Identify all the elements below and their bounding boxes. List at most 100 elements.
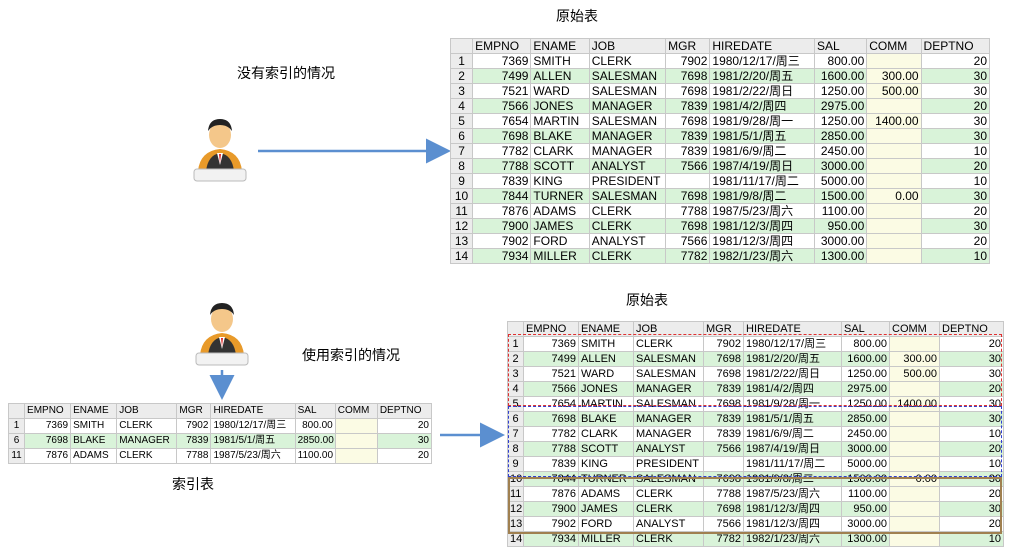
cell-empno: 7876 (523, 486, 579, 502)
cell-mgr: 7566 (703, 516, 744, 532)
column-header-job[interactable]: JOB (116, 403, 178, 419)
corner-cell (7, 403, 26, 419)
cell-deptno: 30 (920, 128, 991, 144)
column-header-hiredate[interactable]: HIREDATE (743, 321, 842, 337)
column-header-ename[interactable]: ENAME (578, 321, 634, 337)
cell-empno: 7934 (523, 531, 579, 547)
column-header-sal[interactable]: SAL (813, 38, 868, 54)
cell-job: SALESMAN (633, 366, 704, 382)
column-header-empno[interactable]: EMPNO (472, 38, 532, 54)
row-number: 10 (507, 471, 524, 487)
column-header-comm[interactable]: COMM (866, 38, 922, 54)
row-number: 12 (507, 501, 524, 517)
column-header-job[interactable]: JOB (633, 321, 704, 337)
cell-comm (889, 441, 940, 457)
cell-ename: JONES (578, 381, 634, 397)
column-header-empno[interactable]: EMPNO (24, 403, 72, 419)
cell-job: ANALYST (588, 158, 667, 174)
cell-sal: 1100.00 (294, 448, 336, 464)
column-header-mgr[interactable]: MGR (665, 38, 711, 54)
column-header-hiredate[interactable]: HIREDATE (210, 403, 296, 419)
cell-deptno: 20 (376, 418, 433, 434)
cell-hiredate: 1981/6/9/周二 (709, 143, 815, 159)
cell-sal: 1250.00 (813, 83, 868, 99)
column-header-ename[interactable]: ENAME (530, 38, 590, 54)
cell-sal: 2975.00 (813, 98, 868, 114)
column-header-hiredate[interactable]: HIREDATE (709, 38, 815, 54)
cell-deptno: 20 (920, 158, 991, 174)
column-header-comm[interactable]: COMM (889, 321, 940, 337)
cell-hiredate: 1982/1/23/周六 (743, 531, 842, 547)
cell-ename: SCOTT (578, 441, 634, 457)
cell-mgr: 7839 (665, 98, 711, 114)
cell-mgr: 7566 (665, 158, 711, 174)
cell-empno: 7369 (523, 336, 579, 352)
cell-comm (866, 128, 922, 144)
column-header-empno[interactable]: EMPNO (523, 321, 579, 337)
column-header-deptno[interactable]: DEPTNO (939, 321, 1004, 337)
person-at-desk-icon (193, 119, 247, 182)
cell-job: PRESIDENT (633, 456, 704, 472)
cell-sal: 5000.00 (841, 456, 890, 472)
cell-hiredate: 1987/5/23/周六 (743, 486, 842, 502)
cell-empno: 7369 (24, 418, 72, 434)
column-header-sal[interactable]: SAL (841, 321, 890, 337)
cell-comm (889, 486, 940, 502)
row-number: 14 (507, 531, 524, 547)
column-header-mgr[interactable]: MGR (176, 403, 212, 419)
column-header-sal[interactable]: SAL (294, 403, 336, 419)
cell-comm: 300.00 (866, 68, 922, 84)
cell-deptno: 10 (920, 248, 991, 264)
cell-empno: 7654 (472, 113, 532, 129)
cell-deptno: 10 (939, 531, 1004, 547)
column-header-deptno[interactable]: DEPTNO (920, 38, 991, 54)
cell-deptno: 30 (920, 68, 991, 84)
cell-mgr: 7566 (703, 441, 744, 457)
cell-empno: 7566 (523, 381, 579, 397)
cell-ename: BLAKE (578, 411, 634, 427)
cell-sal: 2450.00 (813, 143, 868, 159)
column-header-mgr[interactable]: MGR (703, 321, 744, 337)
column-header-ename[interactable]: ENAME (70, 403, 118, 419)
cell-ename: KING (530, 173, 590, 189)
cell-deptno: 30 (939, 396, 1004, 412)
cell-deptno: 20 (920, 233, 991, 249)
cell-job: SALESMAN (588, 113, 667, 129)
cell-deptno: 30 (939, 471, 1004, 487)
column-header-comm[interactable]: COMM (334, 403, 378, 419)
column-header-deptno[interactable]: DEPTNO (376, 403, 433, 419)
column-header-job[interactable]: JOB (588, 38, 667, 54)
cell-empno: 7844 (523, 471, 579, 487)
